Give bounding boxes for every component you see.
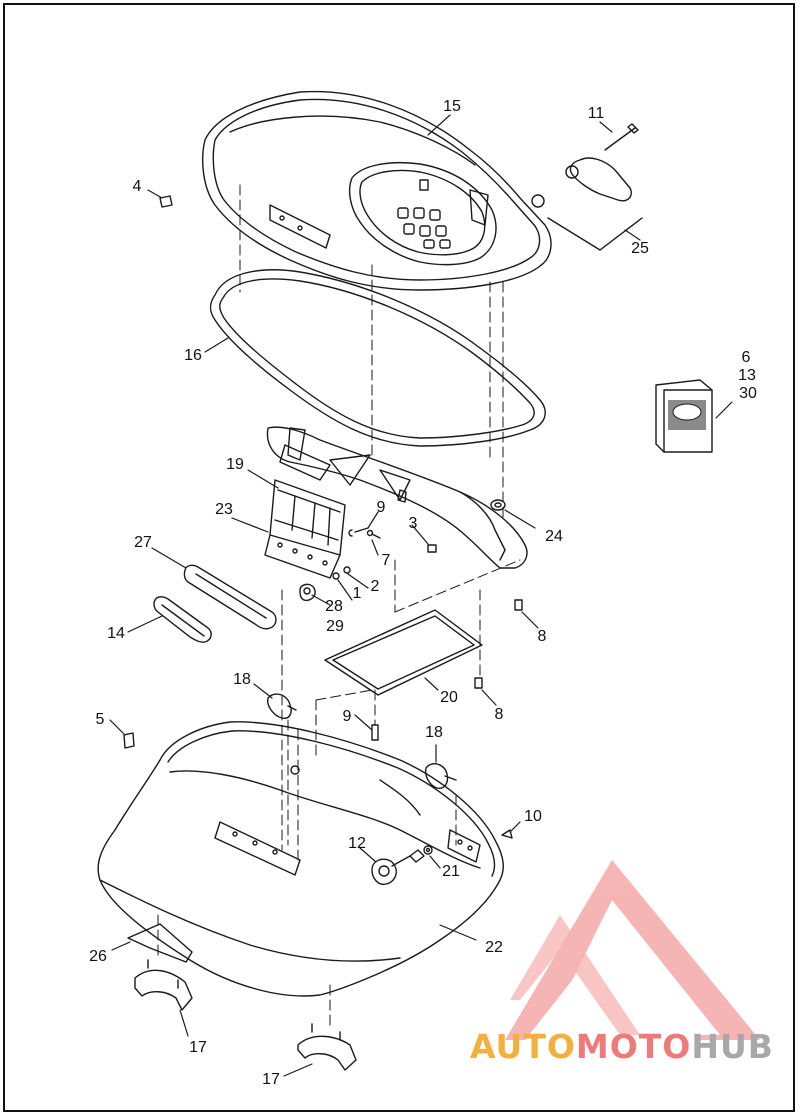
part-label-15: 15 [443, 98, 461, 115]
part-label-24: 24 [545, 528, 563, 545]
product-box-icon [655, 379, 713, 453]
mounting-bracket [264, 426, 528, 579]
latch-hooks [267, 693, 457, 789]
saddlebag-lid [202, 90, 552, 291]
part-label-17-bottom: 17 [262, 1071, 280, 1088]
part-label-2: 2 [370, 578, 380, 595]
part-label-8-upper: 8 [537, 628, 547, 645]
part-label-3: 3 [408, 515, 418, 532]
alignment-lines [157, 184, 521, 1026]
part-label-9-upper: 9 [376, 499, 386, 516]
part-label-7: 7 [381, 552, 391, 569]
leader-lines [109, 114, 733, 1077]
part-label-4: 4 [132, 178, 142, 195]
part-label-20: 20 [440, 689, 458, 706]
small-tags [123, 195, 173, 749]
part-label-18-left: 18 [233, 671, 251, 688]
part-label-28: 28 [325, 598, 343, 615]
part-label-23: 23 [215, 501, 233, 518]
diagram-frame [3, 3, 795, 1112]
part-label-13: 13 [738, 367, 756, 384]
watermark-logo-icon [505, 860, 760, 1040]
part-label-27: 27 [134, 534, 152, 551]
part-label-10: 10 [524, 808, 542, 825]
part-label-14: 14 [107, 625, 125, 642]
part-label-22: 22 [485, 939, 503, 956]
part-label-1: 1 [352, 585, 362, 602]
part-label-11: 11 [587, 105, 605, 122]
part-label-21: 21 [442, 863, 460, 880]
part-label-8-lower: 8 [494, 706, 504, 723]
part-label-16: 16 [184, 347, 202, 364]
watermark-text: AUTOMOTOHUB [470, 1030, 774, 1063]
watermark-part-a: AUTO [470, 1027, 576, 1066]
part-label-19: 19 [226, 456, 244, 473]
part-label-12: 12 [348, 835, 366, 852]
lid-gasket [209, 269, 546, 447]
liner-panel [324, 609, 483, 696]
latch-knob-assembly [531, 123, 643, 251]
reflector-strips [153, 564, 277, 643]
part-label-26: 26 [89, 948, 107, 965]
part-label-18-right: 18 [425, 724, 443, 741]
foot-pads [127, 923, 357, 1071]
part-label-30: 30 [739, 385, 757, 402]
saddlebag-body [97, 721, 504, 997]
part-label-17-left: 17 [189, 1039, 207, 1056]
small-hardware [299, 499, 523, 839]
part-label-5: 5 [95, 711, 105, 728]
watermark-part-b: MOTO [575, 1027, 692, 1066]
part-label-6: 6 [741, 349, 751, 366]
watermark-part-c: HUB [691, 1027, 774, 1066]
part-label-25: 25 [631, 240, 649, 257]
part-label-9-lower: 9 [342, 708, 352, 725]
lock-assembly [371, 845, 433, 885]
part-label-29: 29 [326, 618, 344, 635]
